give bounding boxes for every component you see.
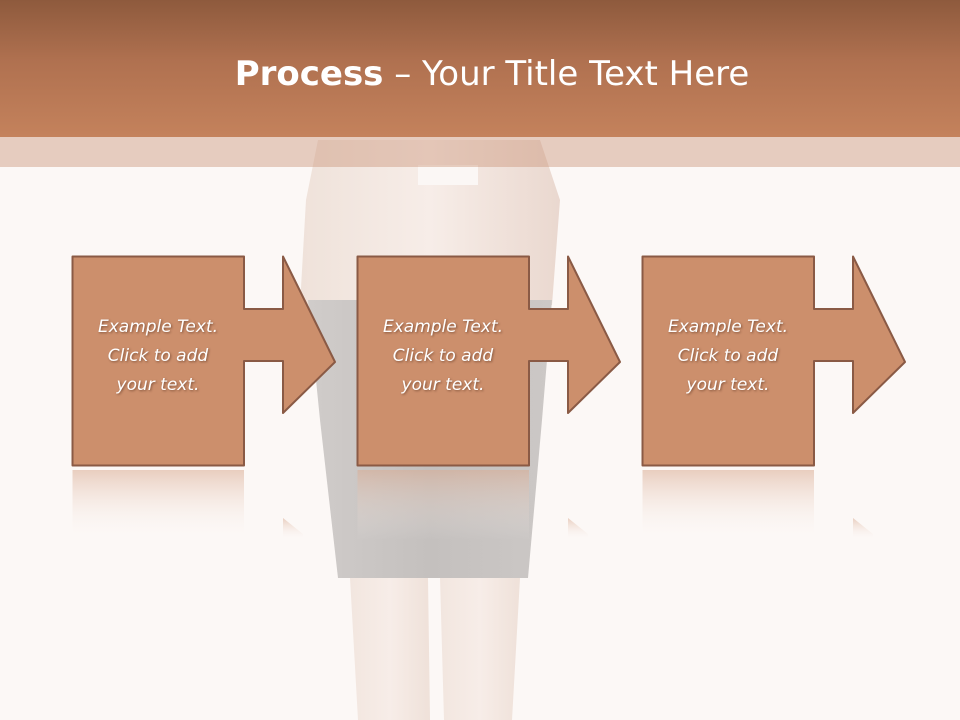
step-text[interactable]: Example Text. Click to add your text. bbox=[73, 313, 243, 400]
step-3-reflection bbox=[642, 470, 873, 540]
step-text-line-2: Click to add bbox=[677, 346, 779, 366]
slide-title[interactable]: Process – Your Title Text Here bbox=[0, 52, 960, 96]
step-text-line-2: Click to add bbox=[392, 346, 494, 366]
process-step-3[interactable]: Example Text. Click to add your text. bbox=[641, 255, 907, 467]
step-text-line-3: your text. bbox=[401, 375, 485, 395]
process-step-1[interactable]: Example Text. Click to add your text. bbox=[71, 255, 337, 467]
title-bold-part: Process bbox=[234, 54, 384, 94]
title-rest-part: – Your Title Text Here bbox=[383, 54, 750, 94]
title-accent-strip bbox=[0, 137, 960, 167]
step-1-reflection bbox=[72, 470, 303, 540]
arrow-box-shape bbox=[71, 255, 336, 467]
step-text[interactable]: Example Text. Click to add your text. bbox=[643, 313, 813, 400]
step-2-reflection bbox=[357, 470, 588, 540]
step-text-line-1: Example Text. bbox=[97, 317, 219, 337]
step-text-line-3: your text. bbox=[116, 375, 200, 395]
arrow-box-shape bbox=[356, 255, 621, 467]
step-text-line-2: Click to add bbox=[107, 346, 209, 366]
arrow-box-shape bbox=[641, 255, 906, 467]
process-step-2[interactable]: Example Text. Click to add your text. bbox=[356, 255, 622, 467]
step-text-line-1: Example Text. bbox=[382, 317, 504, 337]
step-text[interactable]: Example Text. Click to add your text. bbox=[358, 313, 528, 400]
step-text-line-3: your text. bbox=[686, 375, 770, 395]
title-band bbox=[0, 0, 960, 137]
step-text-line-1: Example Text. bbox=[667, 317, 789, 337]
